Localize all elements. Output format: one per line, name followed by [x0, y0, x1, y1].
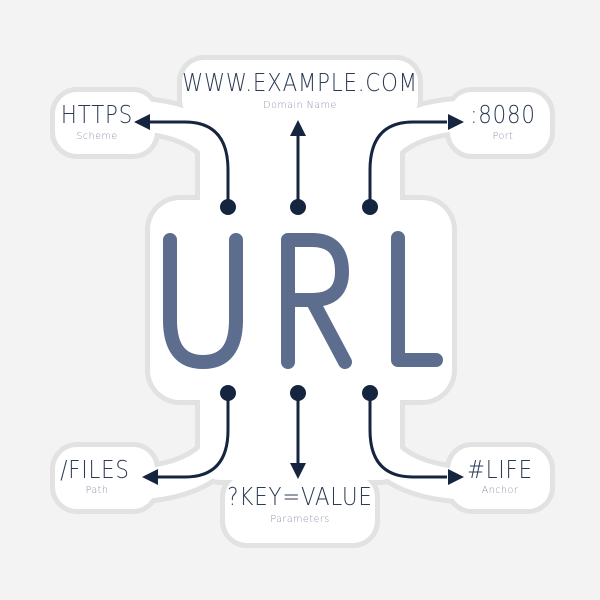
dot-scheme: [220, 199, 236, 215]
arrowhead-parameters: [290, 463, 306, 479]
arrows: [145, 120, 447, 479]
letter-r: [281, 233, 352, 369]
dot-domain: [290, 199, 306, 215]
arrow-path: [150, 393, 230, 479]
dot-path: [220, 385, 236, 401]
parameters-label: Parameters: [270, 514, 330, 525]
anchor-value: #LIFE: [467, 455, 533, 484]
arrow-scheme: [145, 120, 230, 207]
dot-parameters: [290, 385, 306, 401]
domain-label: Domain Name: [263, 100, 337, 111]
dot-port: [362, 199, 378, 215]
letter-u: [163, 233, 243, 369]
dot-anchor: [362, 385, 378, 401]
domain-value: WWW.EXAMPLE.COM: [182, 68, 418, 97]
arrowhead-domain: [290, 120, 306, 136]
arrowhead-anchor: [448, 469, 464, 485]
port-value: :8080: [470, 100, 536, 129]
path-value: /FILES: [60, 455, 130, 484]
parameters-value: ?KEY=VALUE: [227, 482, 373, 511]
scheme-label: Scheme: [76, 131, 118, 142]
arrowhead-path: [142, 469, 158, 485]
arrowhead-port: [448, 114, 464, 130]
port-label: Port: [492, 131, 514, 142]
letter-l: [391, 231, 443, 367]
url-letters: [163, 231, 443, 369]
scheme-value: HTTPS: [60, 100, 134, 129]
arrow-anchor: [368, 393, 447, 479]
arrow-port: [368, 120, 447, 207]
anchor-label: Anchor: [481, 485, 519, 496]
path-label: Path: [85, 485, 109, 496]
arrowhead-scheme: [134, 114, 150, 130]
